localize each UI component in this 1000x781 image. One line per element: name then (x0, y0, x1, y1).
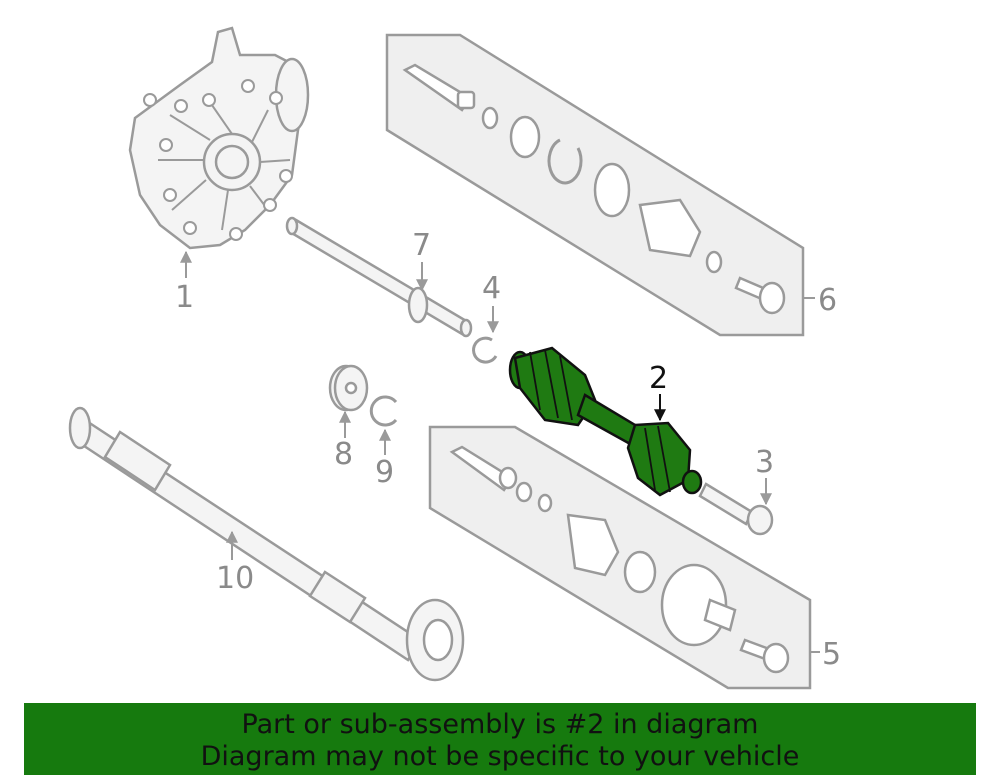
kit-panel-5 (428, 425, 812, 690)
parts-diagram: 1 7 4 8 9 10 (68, 26, 841, 690)
callout-1: 1 (175, 280, 194, 315)
propeller-shaft (68, 406, 465, 682)
snap-ring-4 (472, 336, 498, 364)
callout-7: 7 (412, 228, 431, 263)
callout-6: 6 (818, 283, 837, 318)
differential-housing (128, 26, 310, 250)
callout-5: 5 (822, 637, 841, 672)
intermediate-shaft (285, 216, 473, 338)
axle-shaft-assembly (508, 346, 703, 497)
callout-8: 8 (334, 437, 353, 472)
callout-10: 10 (216, 561, 254, 596)
callout-2: 2 (649, 361, 668, 396)
info-banner: Part or sub-assembly is #2 in diagram Di… (24, 703, 976, 775)
circlip-9 (369, 395, 398, 427)
bolt-3 (698, 482, 774, 536)
washer-8 (328, 364, 369, 412)
kit-panel-6 (385, 33, 805, 337)
banner-line-2: Diagram may not be specific to your vehi… (200, 741, 800, 772)
banner-line-1: Part or sub-assembly is #2 in diagram (241, 709, 759, 740)
callout-4: 4 (482, 271, 501, 306)
callout-3: 3 (755, 445, 774, 480)
callout-9: 9 (375, 455, 394, 490)
